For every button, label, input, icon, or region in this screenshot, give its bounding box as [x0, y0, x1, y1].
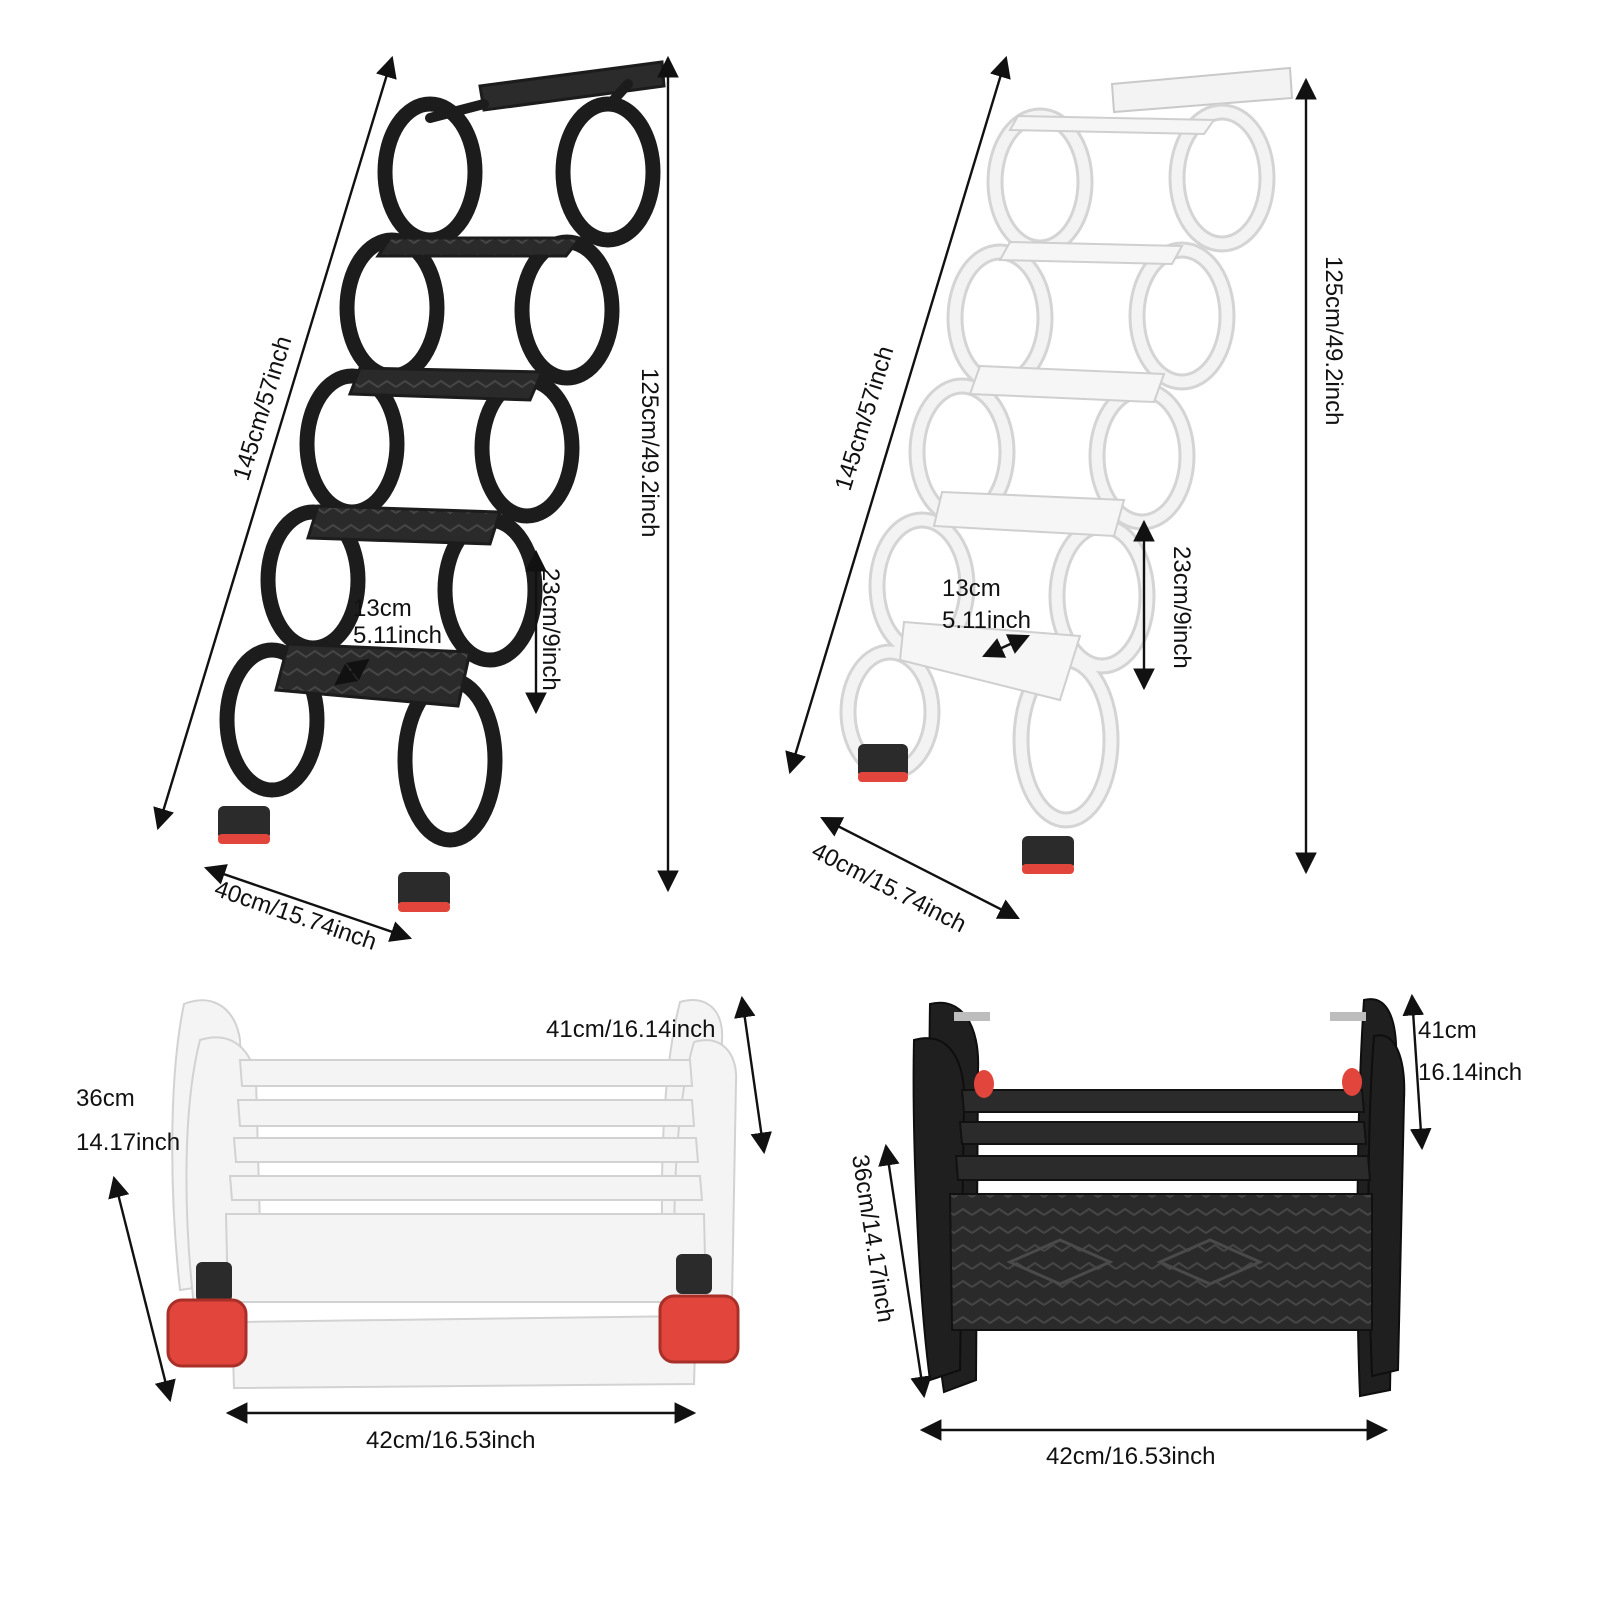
black-extended-step-depth-cm: 13cm [353, 595, 412, 622]
white-extended-step-depth-cm: 13cm [942, 575, 1001, 602]
white-folded-dimension-lines [108, 995, 772, 1424]
black-extended-step-depth-inch: 5.11inch [353, 622, 442, 649]
white-folded-depth-label: 41cm/16.14inch [546, 1016, 715, 1043]
black-extended-dimension-lines [153, 55, 679, 942]
black-folded-depth-cm: 41cm [1418, 1017, 1477, 1044]
black-extended-width-label: 40cm/15.74inch [211, 875, 380, 956]
black-folded-dimension-lines [878, 993, 1432, 1441]
black-extended-step-gap-label: 23cm/9inch [537, 568, 564, 691]
white-extended-height-label: 125cm/49.2inch [1320, 256, 1347, 425]
black-folded-width-label: 42cm/16.53inch [1046, 1443, 1215, 1470]
white-extended-ladder-image [839, 66, 1294, 874]
black-folded-ladder-image [912, 998, 1406, 1398]
white-folded-width-label: 42cm/16.53inch [366, 1427, 535, 1454]
white-extended-dimension-lines [785, 55, 1317, 920]
black-folded-depth-inch: 16.14inch [1418, 1059, 1522, 1086]
white-folded-height-inch: 14.17inch [76, 1129, 180, 1156]
white-folded-ladder-image [166, 999, 740, 1390]
white-extended-length-label: 145cm/57inch [830, 343, 900, 494]
black-extended-height-label: 125cm/49.2inch [636, 368, 663, 537]
black-extended-ladder-image [218, 60, 666, 912]
white-extended-step-gap-label: 23cm/9inch [1168, 546, 1195, 669]
white-folded-height-cm: 36cm [76, 1085, 135, 1112]
white-extended-step-depth-inch: 5.11inch [942, 607, 1031, 634]
black-extended-length-label: 145cm/57inch [228, 333, 298, 484]
